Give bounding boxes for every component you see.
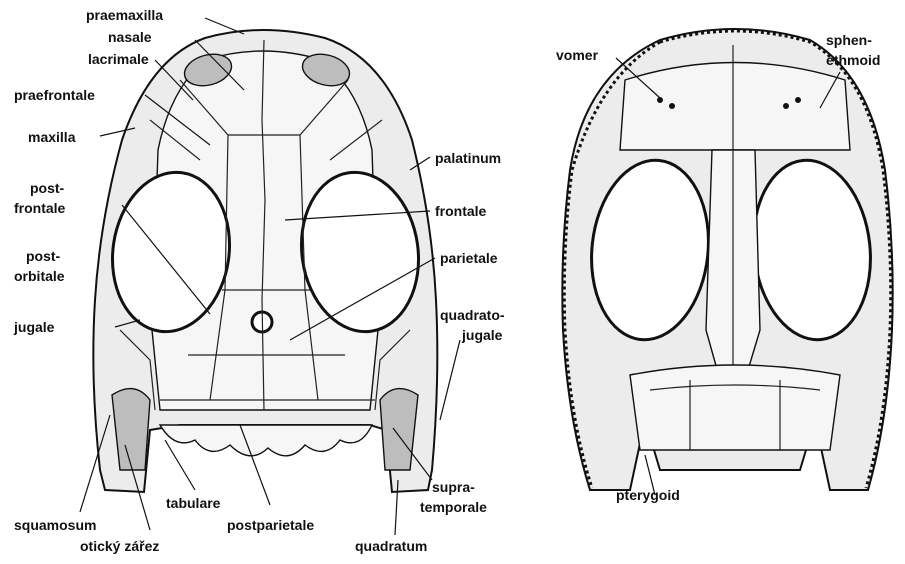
label-quadratum: quadratum [355,538,427,554]
label-sphenethmoid-2: ethmoid [826,52,880,68]
occipital-condyles [160,425,372,456]
palatal-skull [562,29,892,490]
label-postfrontale-1: post- [30,180,65,196]
label-squamosum: squamosum [14,517,96,533]
label-postfrontale-2: frontale [14,200,66,216]
label-maxilla: maxilla [28,129,76,145]
pterygoid-block [630,365,840,450]
label-vomer: vomer [556,47,599,63]
label-nasale: nasale [108,29,152,45]
label-quadratojugale-1: quadrato- [440,307,505,323]
label-supratemporale-2: temporale [420,499,487,515]
label-postorbitale-2: orbitale [14,268,65,284]
label-pterygoid: pterygoid [616,487,680,503]
label-tabulare: tabulare [166,495,221,511]
vomer-region [620,63,850,151]
label-sphenethmoid-1: sphen- [826,32,872,48]
label-postparietale: postparietale [227,517,314,533]
label-frontale: frontale [435,203,487,219]
label-quadratojugale-2: jugale [461,327,503,343]
label-praefrontale: praefrontale [14,87,95,103]
label-palatinum: palatinum [435,150,501,166]
label-jugale: jugale [13,319,55,335]
label-parietale: parietale [440,250,498,266]
label-praemaxilla: praemaxilla [86,7,163,23]
label-supratemporale-1: supra- [432,479,475,495]
dorsal-skull [93,30,437,492]
label-oticky-zarez: otický zářez [80,538,159,554]
label-postorbitale-1: post- [26,248,61,264]
label-lacrimale: lacrimale [88,51,149,67]
